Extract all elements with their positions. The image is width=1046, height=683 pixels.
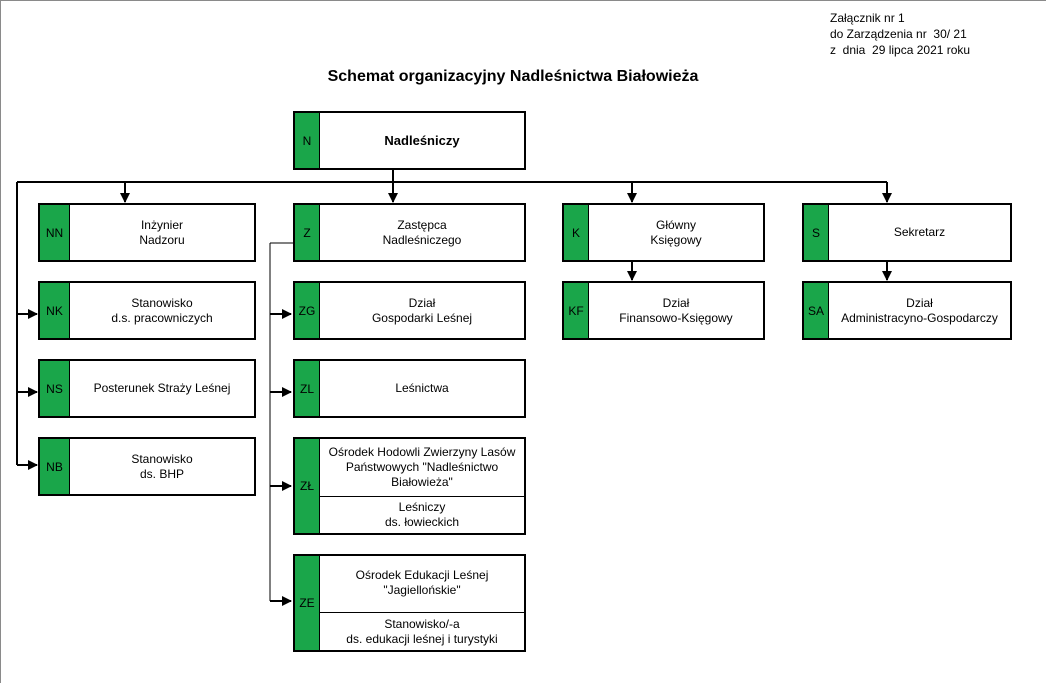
unit-label-K: Główny Księgowy — [650, 217, 702, 247]
unit-box-NN: NN Inżynier Nadzoru — [38, 203, 256, 262]
page-frame-left — [0, 0, 1, 683]
annex-line-2: do Zarządzenia nr 30/ 21 — [830, 27, 967, 41]
unit-box-NK: NK Stanowisko d.s. pracowniczych — [38, 281, 256, 340]
unit-box-KF: KF Dział Finansowo-Księgowy — [562, 281, 765, 340]
unit-box-NS: NS Posterunek Straży Leśnej — [38, 359, 256, 418]
unit-box-Z: Z Zastępca Nadleśniczego — [293, 203, 526, 262]
unit-code-N: N — [295, 113, 320, 168]
unit-divider-ZLow — [320, 496, 524, 497]
unit-label-ZE-top: Ośrodek Edukacji Leśnej "Jagiellońskie" — [355, 568, 489, 597]
unit-code-NK: NK — [40, 283, 70, 338]
unit-code-ZE: ZE — [295, 556, 320, 650]
unit-code-S: S — [804, 205, 829, 260]
unit-box-ZLow: ZŁ Ośrodek Hodowli Zwierzyny Lasów Państ… — [293, 437, 526, 535]
unit-label-N: Nadleśniczy — [384, 133, 460, 148]
unit-label-NS: Posterunek Straży Leśnej — [93, 381, 231, 395]
unit-code-NB: NB — [40, 439, 70, 494]
unit-code-K: K — [564, 205, 589, 260]
unit-code-ZL: ZL — [295, 361, 320, 416]
unit-label-KF: Dział Finansowo-Księgowy — [619, 295, 733, 325]
unit-code-ZG: ZG — [295, 283, 320, 338]
unit-code-Z: Z — [295, 205, 320, 260]
unit-code-ZLow: ZŁ — [295, 439, 320, 533]
annex-note: Załącznik nr 1 do Zarządzenia nr 30/ 21 … — [830, 10, 970, 58]
unit-divider-ZE — [320, 612, 524, 613]
unit-label-ZLow-top: Ośrodek Hodowli Zwierzyny Lasów Państwow… — [328, 444, 516, 489]
unit-label-NN: Inżynier Nadzoru — [139, 217, 185, 247]
unit-label-S: Sekretarz — [893, 225, 946, 239]
unit-box-S: S Sekretarz — [802, 203, 1012, 262]
chart-title: Schemat organizacyjny Nadleśnictwa Biało… — [327, 68, 699, 85]
unit-code-NS: NS — [40, 361, 70, 416]
unit-box-SA: SA Dział Administracyno-Gospodarczy — [802, 281, 1012, 340]
unit-label-ZG: Dział Gospodarki Leśnej — [371, 295, 473, 325]
unit-box-ZL: ZL Leśnictwa — [293, 359, 526, 418]
unit-label-Z: Zastępca Nadleśniczego — [382, 217, 462, 247]
unit-box-ZE: ZE Ośrodek Edukacji Leśnej "Jagielloński… — [293, 554, 526, 652]
unit-box-N: N Nadleśniczy — [293, 111, 526, 170]
unit-label-SA: Dział Administracyno-Gospodarczy — [841, 295, 998, 325]
unit-code-SA: SA — [804, 283, 829, 338]
unit-label-ZE-bottom: Stanowisko/-a ds. edukacji leśnej i tury… — [346, 616, 498, 646]
unit-code-KF: KF — [564, 283, 589, 338]
unit-label-NB: Stanowisko ds. BHP — [131, 451, 193, 481]
unit-code-NN: NN — [40, 205, 70, 260]
unit-box-NB: NB Stanowisko ds. BHP — [38, 437, 256, 496]
annex-line-1: Załącznik nr 1 — [830, 11, 905, 25]
unit-label-ZLow-bottom: Leśniczy ds. łowieckich — [384, 500, 460, 529]
unit-box-ZG: ZG Dział Gospodarki Leśnej — [293, 281, 526, 340]
annex-line-3: z dnia 29 lipca 2021 roku — [830, 43, 971, 57]
unit-label-ZL: Leśnictwa — [395, 381, 449, 395]
unit-label-NK: Stanowisko d.s. pracowniczych — [111, 295, 213, 325]
page-frame-top — [0, 0, 1046, 1]
unit-box-K: K Główny Księgowy — [562, 203, 765, 262]
